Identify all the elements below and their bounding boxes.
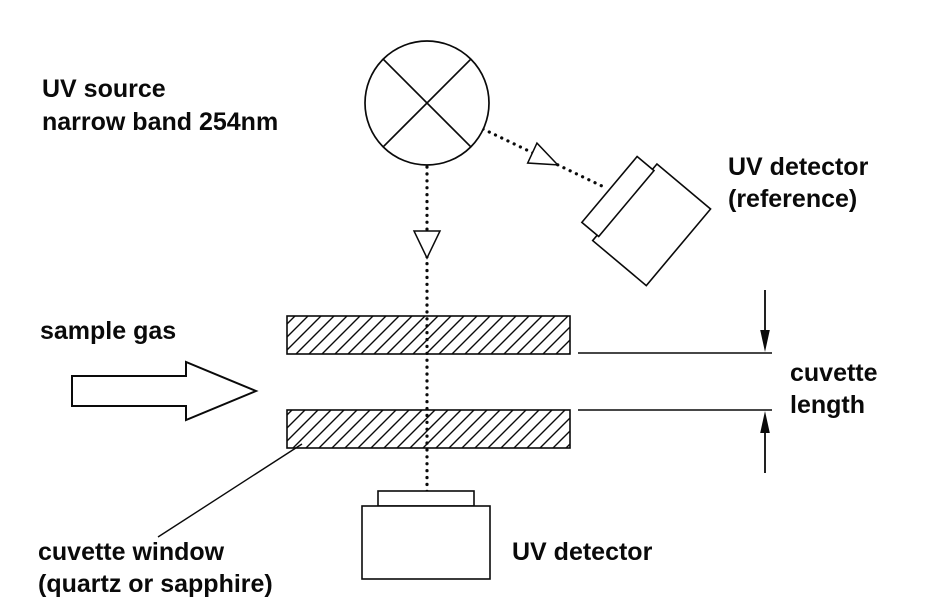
label-uv-detector: UV detector <box>512 538 653 566</box>
sample-gas-arrow <box>71 360 259 422</box>
label-cuvette-window-line1: cuvette window <box>38 538 225 566</box>
cuvette-window-top <box>286 315 571 355</box>
uv-detector-main <box>361 490 491 580</box>
uv-detector-reference <box>580 155 712 287</box>
label-ref-detector-line2: (reference) <box>728 185 857 213</box>
dimension-arrow-up-icon <box>760 411 770 433</box>
uv-source-lamp <box>364 40 490 166</box>
cuvette-window-leader-line <box>157 443 303 538</box>
label-cuvette-window-line2: (quartz or sapphire) <box>38 570 273 598</box>
label-ref-detector-line1: UV detector <box>728 153 869 181</box>
beam-arrow-reference-icon <box>526 141 560 166</box>
label-cuvette-length-line2: length <box>790 391 865 419</box>
beam-arrow-down-icon <box>412 230 442 260</box>
label-uv-source-line1: UV source <box>42 75 166 103</box>
dimension-arrow-down-icon <box>760 330 770 352</box>
label-sample-gas: sample gas <box>40 317 176 345</box>
cuvette-length-dimension <box>578 290 772 473</box>
label-uv-source-line2: narrow band 254nm <box>42 108 278 136</box>
label-cuvette-length-line1: cuvette <box>790 359 878 387</box>
